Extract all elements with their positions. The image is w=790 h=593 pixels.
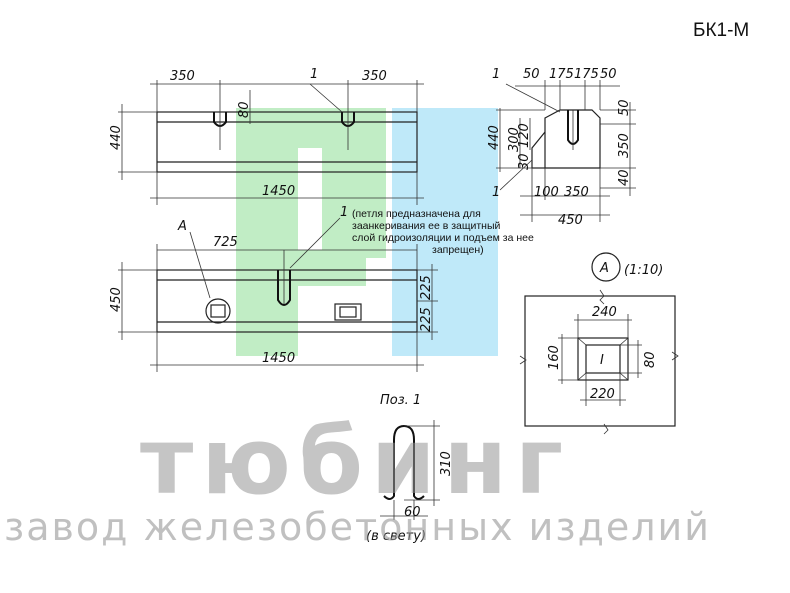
dim-sec-300: 300 [507, 127, 522, 152]
note-line-4: запрещен) [432, 244, 484, 256]
dim-sec-50a: 50 [523, 67, 540, 82]
detail-scale: (1:10) [624, 263, 663, 278]
pos1-loop [380, 420, 440, 520]
dim-front-450: 450 [109, 287, 124, 312]
dim-detail-220: 220 [590, 387, 615, 402]
dim-sec-40r: 40 [617, 169, 632, 186]
dim-top-350-left: 350 [170, 69, 195, 84]
dim-sec-50b: 50 [600, 67, 617, 82]
dim-pos1-310: 310 [439, 451, 454, 476]
detail-a [519, 252, 679, 435]
label-a-front: А [177, 219, 187, 234]
loop-note: (петля предназначена для заанкеривания е… [352, 208, 542, 256]
note-line-2: заанкеривания ее в защитный [352, 220, 501, 232]
dim-sec-350b: 350 [564, 185, 589, 200]
dim-sec-450: 450 [558, 213, 583, 228]
dim-top-440: 440 [109, 125, 124, 150]
pos1-title: Поз. 1 [380, 393, 421, 408]
dim-sec-30: 30 [517, 153, 532, 170]
section-view [496, 80, 636, 222]
dim-detail-80: 80 [643, 351, 658, 368]
dim-detail-240: 240 [592, 305, 617, 320]
mark-front-1: 1 [340, 205, 348, 220]
dim-detail-160: 160 [547, 345, 562, 370]
dim-sec-175b: 175 [574, 67, 599, 82]
watermark-brand: тюбинг [140, 408, 572, 515]
dim-sec-175a: 175 [549, 67, 574, 82]
dim-sec-120: 120 [517, 123, 532, 148]
top-view [118, 80, 424, 205]
dim-top-1450: 1450 [262, 184, 295, 199]
dim-front-225b: 225 [419, 307, 434, 332]
dim-front-225a: 225 [419, 275, 434, 300]
dim-top-350-right: 350 [362, 69, 387, 84]
watermark-logo [236, 108, 498, 356]
mark-sec-1-bottom: 1 [492, 185, 500, 200]
dim-sec-50r: 50 [617, 99, 632, 116]
label-a-detail: А [599, 261, 609, 276]
front-view [118, 217, 438, 372]
mark-top-1: 1 [310, 67, 318, 82]
pos1-note: (в свету) [366, 529, 426, 544]
note-line-1: (петля предназначена для [352, 208, 481, 220]
watermark-tagline: завод железобетонных изделий [4, 505, 711, 549]
dim-front-1450: 1450 [262, 351, 295, 366]
dim-sec-100: 100 [534, 185, 559, 200]
dim-top-80: 80 [237, 101, 252, 118]
note-line-3: слой гидроизоляции и подъем за нее [352, 232, 534, 244]
drawing-code: БК1-М [693, 20, 750, 41]
mark-sec-1-top: 1 [492, 67, 500, 82]
detail-mark: I [600, 353, 604, 368]
dim-sec-350r: 350 [617, 133, 632, 158]
dim-front-725: 725 [213, 235, 238, 250]
dim-sec-440: 440 [487, 125, 502, 150]
dim-pos1-60: 60 [404, 505, 421, 520]
